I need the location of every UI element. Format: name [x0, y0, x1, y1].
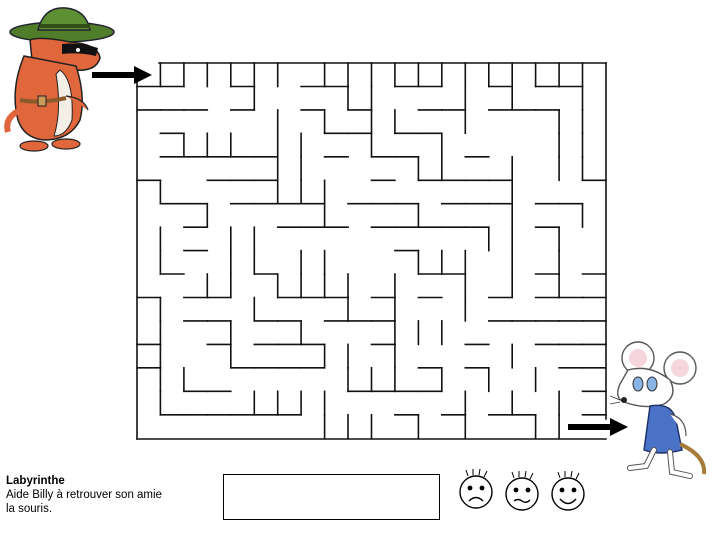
mouse-friend-icon	[610, 341, 707, 479]
happy-face-icon[interactable]	[551, 470, 585, 511]
arrow-right-icon	[568, 418, 628, 436]
instruction-line-2: la souris.	[6, 503, 53, 515]
cat-billy-icon	[4, 7, 115, 152]
instruction-line-1: Aide Billy à retrouver son amie	[6, 489, 162, 501]
arrow-right-icon	[92, 66, 152, 84]
instructions: Labyrinthe Aide Billy à retrouver son am…	[6, 474, 226, 516]
sad-face-icon[interactable]	[459, 468, 493, 509]
answer-box[interactable]	[223, 474, 440, 520]
maze-walls	[136, 62, 607, 440]
puzzle-title: Labyrinthe	[6, 475, 65, 487]
neutral-face-icon[interactable]	[505, 470, 539, 511]
rating-faces	[459, 468, 585, 511]
